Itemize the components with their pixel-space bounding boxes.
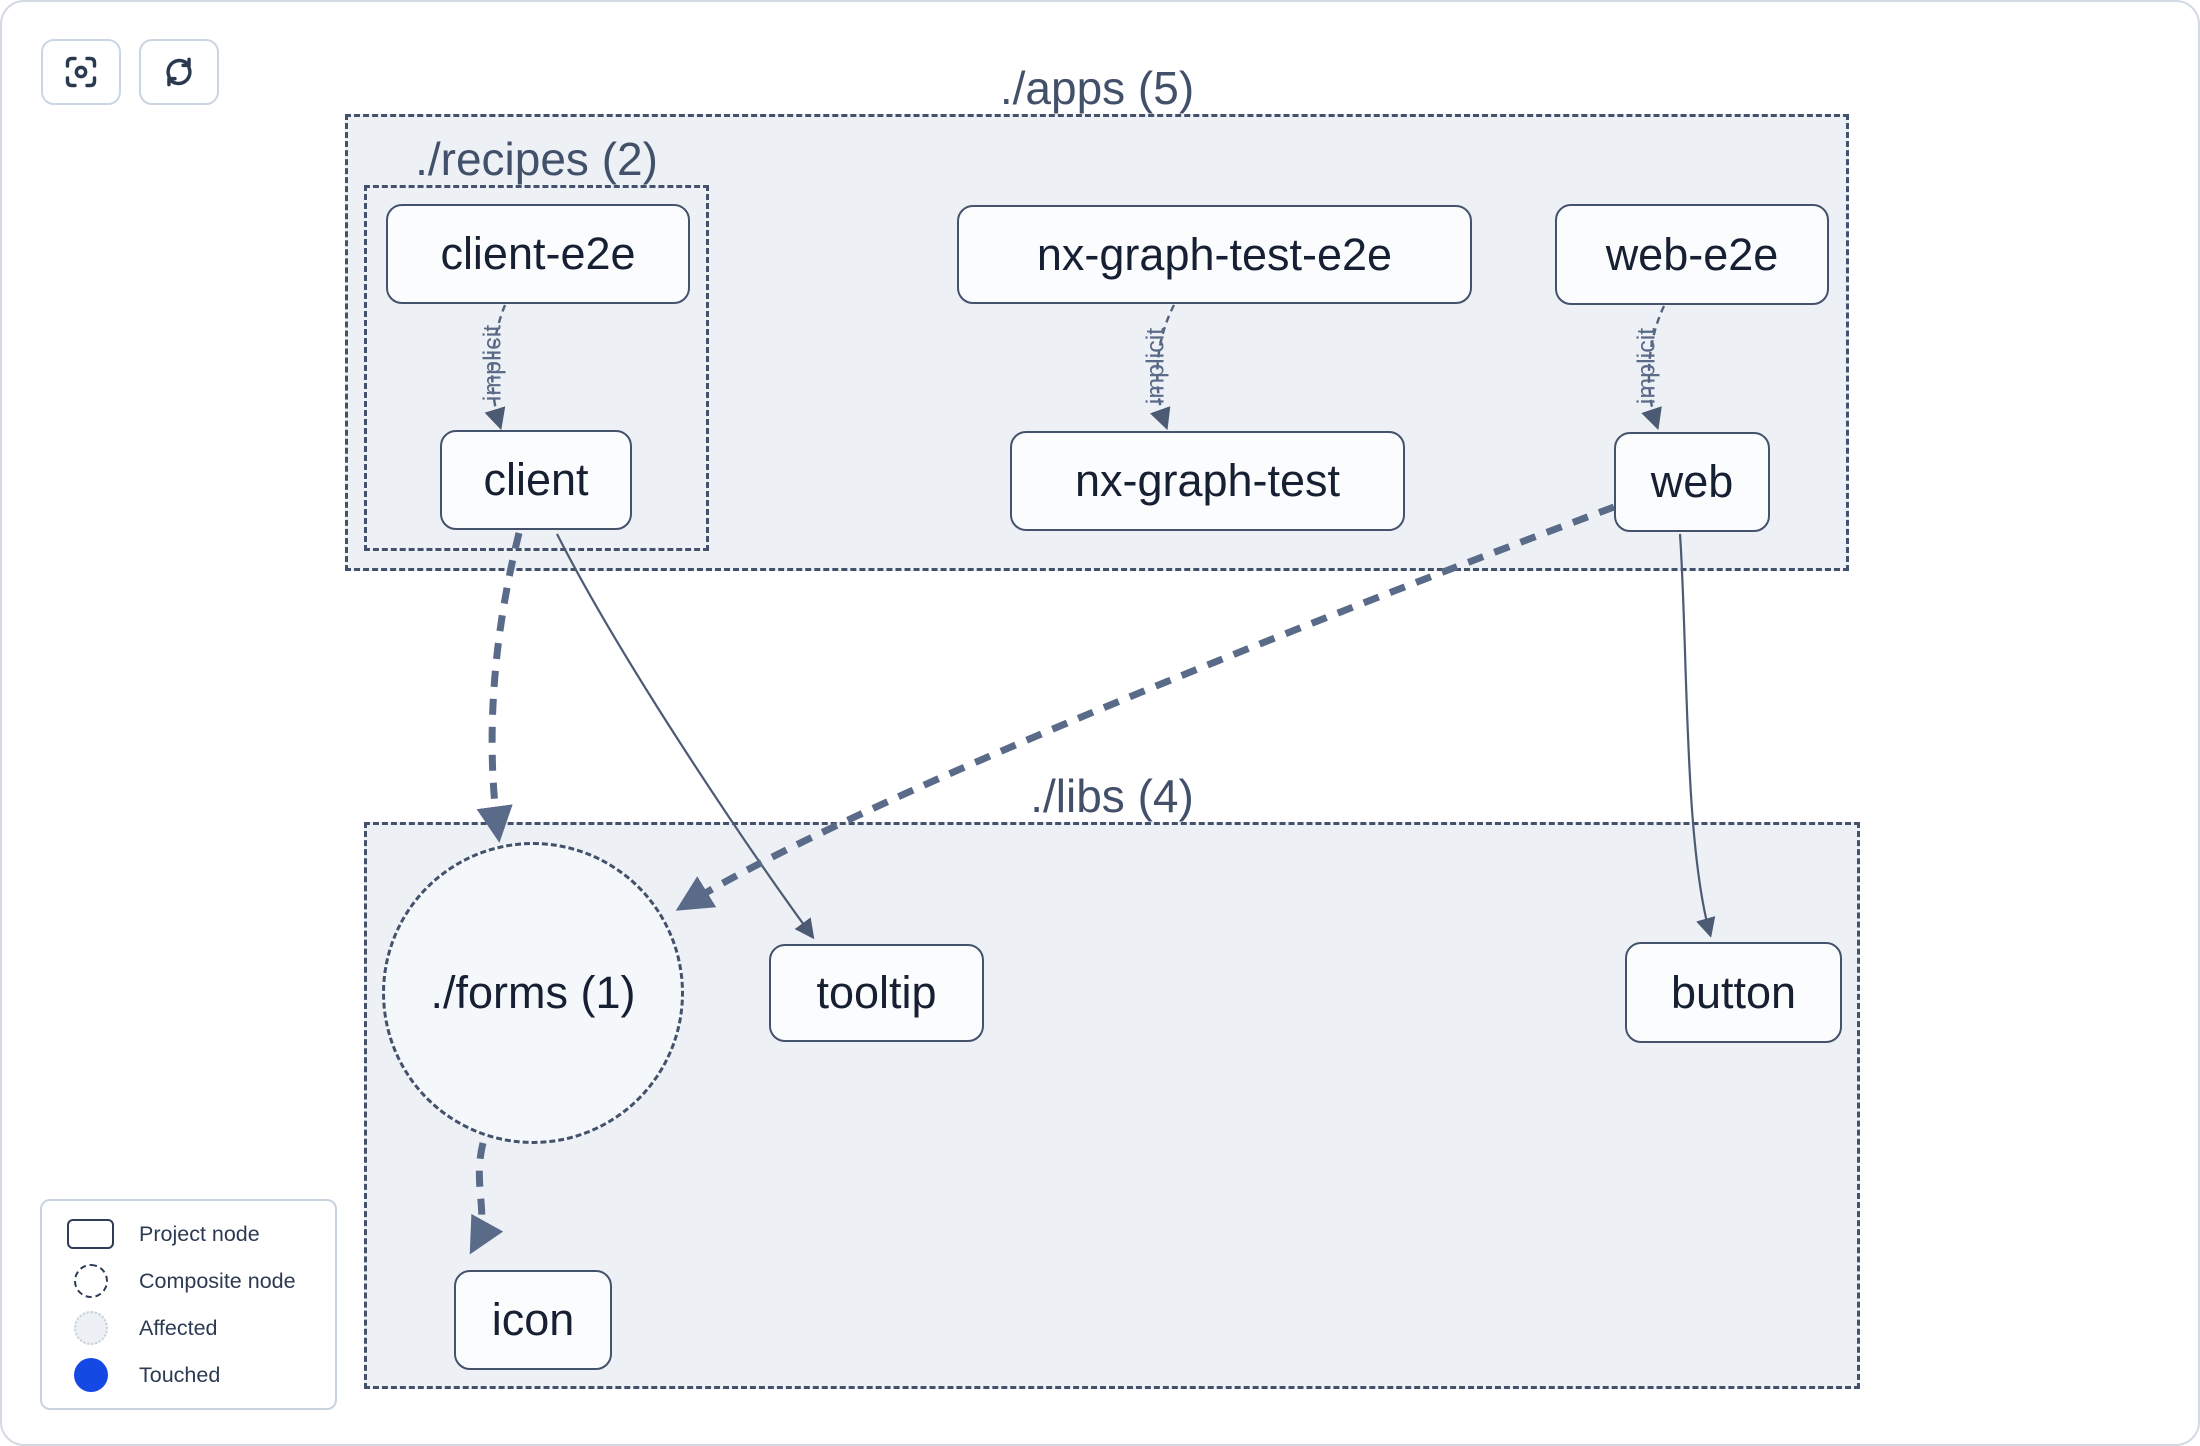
- composite-node-forms-label: ./forms (1): [430, 967, 636, 1018]
- legend: Project node Composite node Affected Tou…: [40, 1199, 337, 1410]
- refresh-icon: [166, 57, 192, 87]
- node-web-e2e[interactable]: web-e2e: [1555, 204, 1829, 305]
- node-button[interactable]: button: [1625, 942, 1842, 1043]
- edge-forms-icon[interactable]: [469, 1142, 504, 1255]
- node-label: web: [1650, 456, 1734, 507]
- legend-label: Touched: [139, 1362, 221, 1387]
- group-apps-label: ./apps (5): [999, 62, 1195, 114]
- node-label: nx-graph-test-e2e: [1036, 228, 1393, 280]
- node-nx-graph-test[interactable]: nx-graph-test: [1010, 431, 1405, 531]
- edge-web-forms[interactable]: [675, 503, 1616, 911]
- project-node-swatch: [67, 1219, 114, 1249]
- node-client[interactable]: client: [440, 430, 632, 530]
- refresh-graph-button[interactable]: [139, 39, 219, 105]
- legend-item-project-node: Project node: [42, 1211, 335, 1258]
- edge-web-button[interactable]: [1678, 533, 1716, 938]
- node-web[interactable]: web: [1614, 432, 1770, 532]
- legend-item-affected: Affected: [42, 1305, 335, 1352]
- legend-label: Composite node: [139, 1268, 296, 1293]
- edge-client-tooltip[interactable]: [556, 533, 815, 940]
- composite-node-forms[interactable]: ./forms (1): [382, 842, 684, 1144]
- legend-item-composite-node: Composite node: [42, 1258, 335, 1305]
- edge-label-implicit: implicit: [1632, 327, 1661, 405]
- composite-node-swatch: [73, 1264, 108, 1298]
- node-label: button: [1670, 966, 1797, 1018]
- group-recipes[interactable]: ./recipes (2): [364, 133, 709, 551]
- edge-web-e2e-web[interactable]: [1641, 305, 1666, 431]
- node-nx-graph-test-e2e[interactable]: nx-graph-test-e2e: [957, 205, 1472, 304]
- group-libs-label: ./libs (4): [1030, 770, 1194, 822]
- node-label: web-e2e: [1605, 228, 1779, 280]
- edge-client-e2e-client[interactable]: [484, 304, 507, 431]
- node-label: client-e2e: [440, 228, 636, 279]
- node-label: nx-graph-test: [1074, 455, 1341, 506]
- edge-nx-graph-test-e2e-nx-graph-test[interactable]: [1150, 304, 1176, 431]
- legend-label: Affected: [139, 1315, 218, 1340]
- node-label: tooltip: [816, 967, 937, 1018]
- legend-label: Project node: [139, 1221, 260, 1246]
- node-label: client: [483, 454, 589, 505]
- touched-swatch: [73, 1358, 108, 1392]
- affected-swatch: [73, 1311, 108, 1345]
- group-recipes-label: ./recipes (2): [415, 133, 658, 185]
- edge-client-forms[interactable]: [476, 532, 523, 843]
- node-icon[interactable]: icon: [454, 1270, 612, 1370]
- edge-label-implicit: implicit: [1141, 327, 1170, 405]
- focus-icon: [65, 56, 97, 88]
- node-label: icon: [491, 1294, 575, 1345]
- edge-label-implicit: implicit: [478, 324, 507, 402]
- center-graph-button[interactable]: [41, 39, 121, 105]
- node-client-e2e[interactable]: client-e2e: [386, 204, 690, 304]
- node-tooltip[interactable]: tooltip: [769, 944, 984, 1042]
- legend-item-touched: Touched: [42, 1352, 335, 1399]
